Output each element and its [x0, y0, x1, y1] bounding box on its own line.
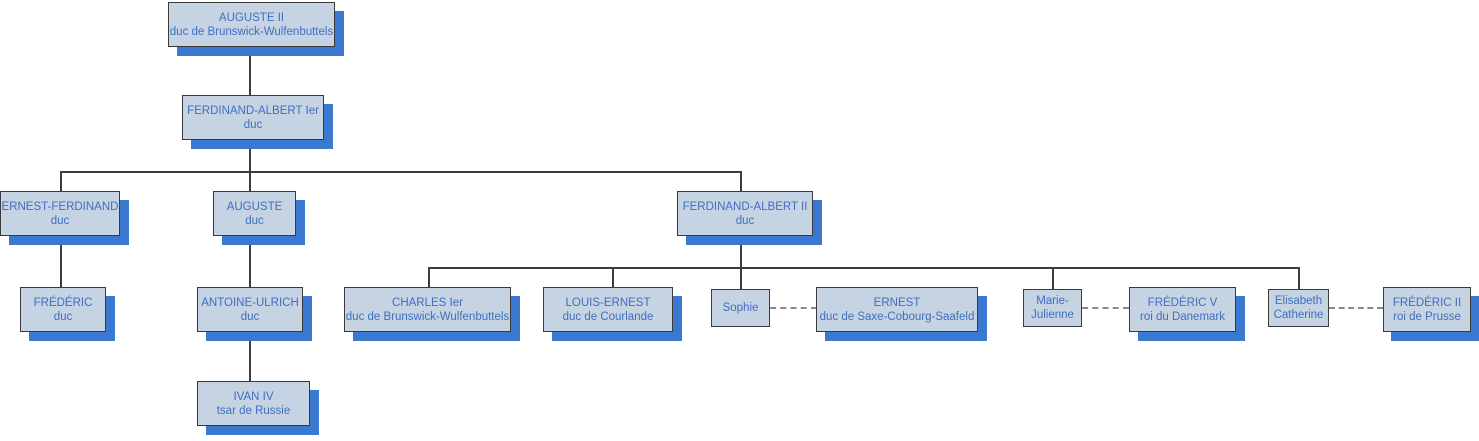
marriage-link-marie-julienne-frederic5 — [1082, 307, 1129, 309]
connector-auguste-to-antoine-ulrich — [249, 233, 251, 289]
node-label-line1: Elisabeth — [1274, 295, 1323, 307]
node-antoine-ulrich[interactable]: ANTOINE-ULRICH duc — [197, 287, 303, 332]
node-frederic[interactable]: FRÉDÉRIC duc — [20, 287, 106, 332]
node-auguste2[interactable]: AUGUSTE II duc de Brunswick-Wulfenbuttel… — [168, 2, 335, 47]
node-label-line2: duc — [240, 310, 260, 323]
marriage-link-elisabeth-frederic2 — [1329, 307, 1383, 309]
node-label-line1: FRÉDÉRIC — [33, 296, 93, 309]
node-label-line2: duc de Courlande — [562, 310, 654, 323]
node-label-line1: Marie- — [1036, 295, 1069, 307]
marriage-link-sophie-ernest — [770, 307, 817, 309]
connector-drop-auguste — [249, 171, 251, 193]
node-label-line2: Catherine — [1273, 309, 1324, 321]
connector-drop-ernest-ferdinand — [60, 171, 62, 193]
node-label-line2: duc de Brunswick-Wulfenbuttels — [169, 25, 334, 38]
connector-drop-elisabeth — [1298, 267, 1300, 289]
connector-ferdinand-albert2-stem — [740, 233, 742, 268]
node-ernest[interactable]: ERNEST duc de Saxe-Cobourg-Saafeld — [816, 287, 978, 332]
node-label-line2: duc — [245, 214, 264, 227]
node-label-line2: duc de Saxe-Cobourg-Saafeld — [819, 310, 975, 323]
node-label-line1: FRÉDÉRIC V — [1147, 296, 1218, 309]
node-label-line1: ERNEST-FERDINAND — [1, 200, 119, 213]
node-label-line1: AUGUSTE II — [218, 11, 285, 24]
node-label-line2: Julienne — [1031, 309, 1074, 321]
node-label-line1: IVAN IV — [233, 390, 274, 403]
node-label-line2: duc — [735, 214, 755, 227]
node-label-line2: duc — [243, 118, 263, 131]
connector-bus-row4 — [428, 267, 1300, 269]
node-label-line2: roi du Danemark — [1139, 310, 1225, 323]
node-ernest-ferdinand[interactable]: ERNEST-FERDINAND duc — [0, 191, 120, 236]
connector-ernest-ferdinand-to-frederic — [60, 233, 62, 289]
node-label-line2: roi de Prusse — [1393, 310, 1461, 323]
node-elisabeth-catherine[interactable]: Elisabeth Catherine — [1268, 289, 1329, 327]
node-label-line1: ANTOINE-ULRICH — [201, 296, 299, 309]
node-frederic2[interactable]: FRÉDÉRIC II roi de Prusse — [1383, 287, 1471, 332]
node-label-line1: LOUIS-ERNEST — [565, 296, 651, 309]
node-label-line2: duc de Brunswick-Wulfenbuttels — [345, 310, 510, 323]
node-label-line2: duc — [50, 214, 70, 227]
connector-antoine-ulrich-to-ivan4 — [249, 326, 251, 383]
node-ferdinand-albert1[interactable]: FERDINAND-ALBERT Ier duc — [182, 95, 324, 140]
node-auguste[interactable]: AUGUSTE duc — [213, 191, 296, 236]
node-label-line2: duc — [53, 310, 73, 323]
node-label-line1: FERDINAND-ALBERT Ier — [187, 104, 319, 117]
node-frederic5[interactable]: FRÉDÉRIC V roi du Danemark — [1129, 287, 1236, 332]
node-label-line2: tsar de Russie — [216, 404, 291, 417]
connector-drop-louis-ernest — [612, 267, 614, 289]
connector-drop-marie-julienne — [1052, 267, 1054, 289]
node-louis-ernest[interactable]: LOUIS-ERNEST duc de Courlande — [543, 287, 673, 332]
node-charles1[interactable]: CHARLES Ier duc de Brunswick-Wulfenbutte… — [344, 287, 511, 332]
node-label-line1: Sophie — [722, 302, 759, 314]
node-ferdinand-albert2[interactable]: FERDINAND-ALBERT II duc — [677, 191, 813, 236]
connector-drop-charles1 — [428, 267, 430, 289]
node-label-line1: FRÉDÉRIC II — [1392, 296, 1462, 309]
connector-drop-sophie — [740, 267, 742, 289]
node-label-line1: FERDINAND-ALBERT II — [682, 200, 808, 213]
node-label-line1: AUGUSTE — [226, 200, 283, 213]
connector-auguste2-to-ferdinand-albert1 — [249, 47, 251, 100]
node-ivan4[interactable]: IVAN IV tsar de Russie — [197, 381, 310, 426]
node-sophie[interactable]: Sophie — [711, 289, 770, 327]
node-marie-julienne[interactable]: Marie- Julienne — [1023, 289, 1082, 327]
node-label-line1: CHARLES Ier — [392, 296, 463, 309]
connector-drop-ferdinand-albert2 — [740, 171, 742, 193]
connector-ferdinand-albert1-stem — [249, 137, 251, 172]
connector-bus-row3 — [60, 171, 741, 173]
node-label-line1: ERNEST — [873, 296, 921, 309]
